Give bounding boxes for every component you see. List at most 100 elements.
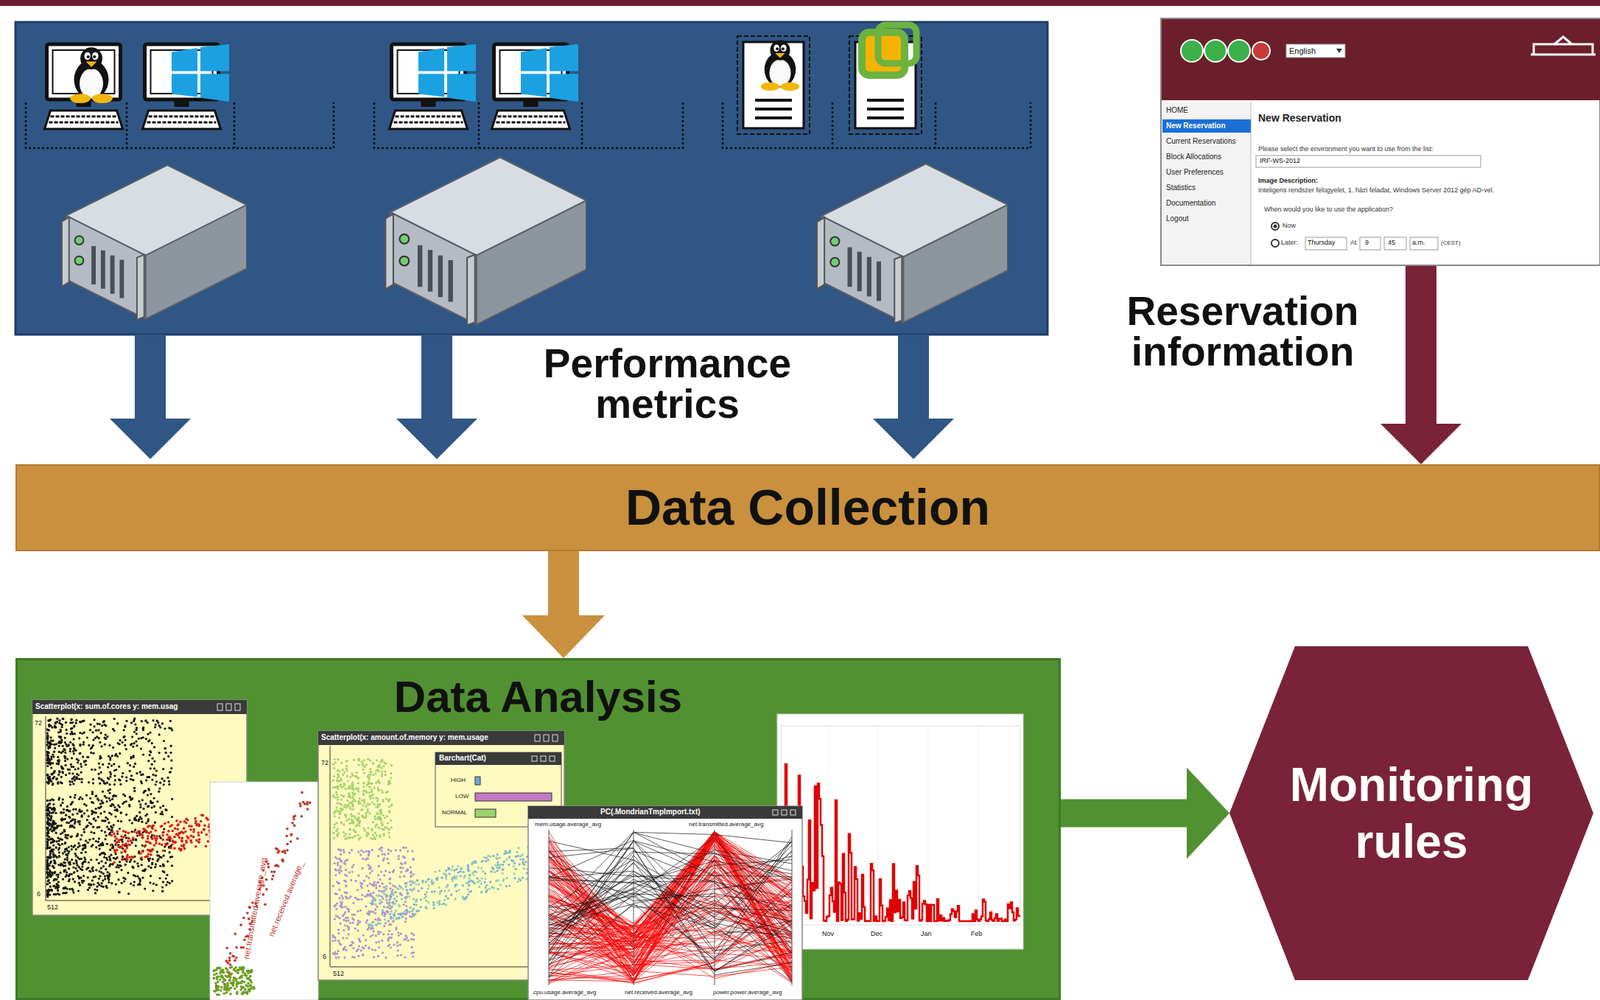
illustration-part [50,808,54,811]
illustration-part [228,979,232,982]
illustration-part [386,821,389,824]
illustration-part [53,884,56,887]
illustration-part [182,826,186,830]
illustration-part [56,836,59,840]
illustration-part [108,827,111,831]
illustration-part [134,816,137,819]
illustration-part [62,886,65,890]
illustration-part [86,818,89,821]
illustration-part [69,844,73,847]
illustration-part [298,802,302,806]
illustration-part [101,763,104,766]
illustration-part [229,986,233,990]
illustration-part [128,818,131,821]
illustration-part [69,747,72,750]
illustration-part [130,721,133,724]
illustration-part [233,959,237,963]
illustration-part [150,826,154,830]
illustration-part [154,774,157,777]
illustration-part [67,845,70,848]
illustration-part [229,992,233,996]
illustration-part [161,838,165,842]
illustration-part [161,833,165,837]
illustration-part [113,805,116,809]
illustration-part [241,967,245,971]
illustration-part [47,780,51,784]
illustration-part [47,873,50,876]
illustration-part [163,822,167,826]
illustration-part [77,889,80,892]
illustration-part [87,744,90,747]
illustration-part [50,725,54,728]
illustration-part [290,821,294,825]
metrics-arrow [109,334,954,459]
illustration-part [98,722,101,725]
illustration-part [46,764,49,767]
illustration-part [75,869,79,872]
illustration-part [70,765,73,768]
illustration-part [170,815,174,818]
illustration-part [82,741,85,744]
illustration-part [73,818,76,821]
illustration-part [161,886,164,889]
illustration-part [117,890,121,893]
illustration-part [229,951,233,955]
illustration-part [116,721,119,725]
illustration-part [95,845,98,848]
illustration-part [45,750,48,753]
illustration-part [134,844,138,847]
illustration-part [137,737,140,740]
illustration-part [53,866,56,869]
illustration-part [104,737,107,740]
illustration-part [159,805,162,809]
illustration-part [106,825,109,828]
illustration-part [164,746,167,750]
illustration-part [153,865,157,868]
illustration-part [95,794,98,798]
illustration-part [91,878,94,882]
illustration-part [110,830,114,834]
illustration-part [111,846,114,849]
illustration-part [81,844,84,847]
illustration-part [285,842,289,846]
illustration-part [170,864,174,867]
illustration-part [61,842,64,845]
illustration-part [240,984,244,988]
illustration-part [64,756,67,759]
illustration-part [141,836,145,840]
illustration-part [77,819,80,823]
illustration-part [168,824,172,828]
illustration-part [52,855,55,858]
illustration-part [149,853,153,856]
illustration-part [46,858,49,861]
illustration-part [78,881,81,884]
illustration-part [97,825,101,828]
illustration-part [64,763,67,767]
illustration-part [61,863,64,866]
illustration-part [95,868,98,871]
illustration-part [129,798,132,801]
illustration-part [59,730,62,733]
illustration-part [226,981,230,985]
illustration-part [153,725,157,728]
illustration-part [233,976,237,980]
illustration-part [54,725,57,728]
illustration-part [340,794,343,797]
illustration-part [53,858,56,862]
illustration-part [104,732,107,736]
illustration-part [160,810,163,813]
illustration-part [110,881,113,884]
illustration-part [107,878,110,881]
illustration-part [46,894,49,897]
illustration-part [189,827,193,831]
illustration-part [170,758,173,761]
illustration-part [55,825,59,828]
illustration-part [139,770,142,773]
illustration-part [50,766,53,769]
illustration-part [52,844,55,847]
illustration-part [73,778,76,781]
illustration-part [50,872,53,876]
illustration-part [186,818,190,822]
illustration-part [82,827,85,831]
illustration-part [139,855,143,859]
